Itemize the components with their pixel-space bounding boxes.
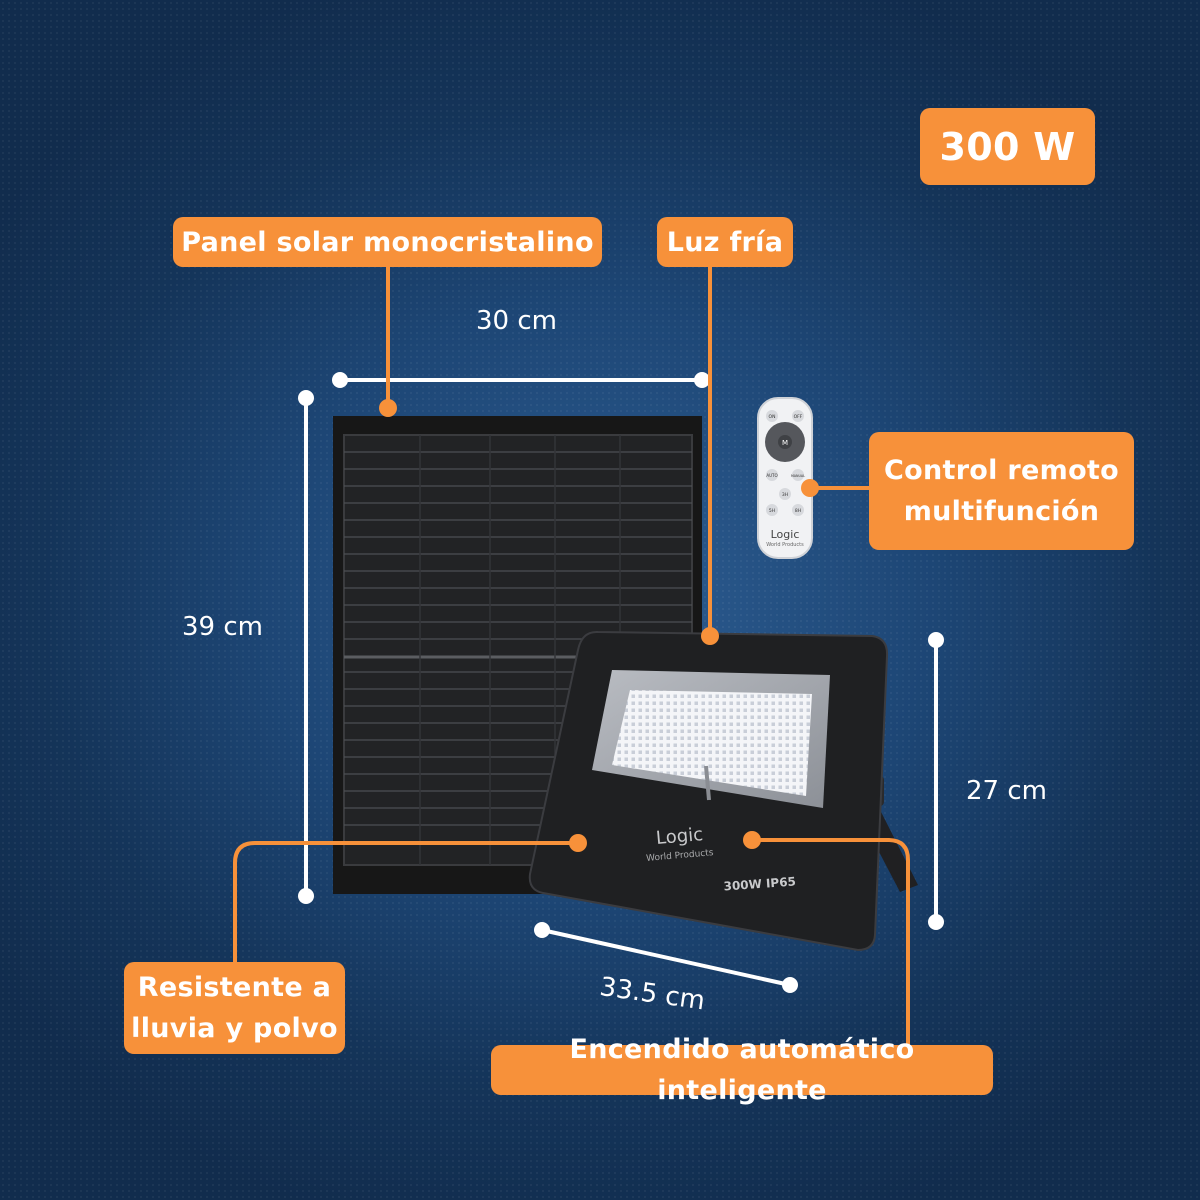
dimension-markers [298, 372, 944, 993]
floodlight-image [528, 630, 918, 952]
remote-btn-m: M [782, 439, 788, 447]
auto-on-callout: Encendido automático inteligente [491, 1034, 993, 1106]
remote-brand-sub: World Products [766, 542, 804, 548]
lamp-height-label: 27 cm [966, 776, 1047, 806]
panel-width-label: 30 cm [476, 306, 557, 336]
remote-btn-manual: MANUAL [791, 474, 805, 478]
callout-lines [233, 266, 910, 1046]
power-badge: 300 W [920, 108, 1095, 185]
remote-btn-8h: 8H [795, 508, 801, 514]
remote-btn-5h: 5H [769, 508, 775, 514]
remote-callout: Control remoto multifunción [869, 432, 1134, 550]
lamp-model: 300W IP65 [723, 875, 796, 894]
remote-callout-line1: Control remoto [884, 455, 1119, 486]
light-callout: Luz fría [657, 217, 793, 267]
remote-btn-3h: 3H [782, 492, 788, 498]
remote-btn-auto: AUTO [766, 473, 777, 478]
remote-brand: Logic [771, 528, 800, 541]
resistant-callout-line1: Resistente a [137, 972, 332, 1003]
resistant-callout: Resistente a lluvia y polvo [124, 962, 345, 1054]
panel-height-label: 39 cm [182, 612, 263, 642]
lamp-brand: Logic [655, 824, 704, 849]
callout-dots [379, 399, 819, 852]
panel-callout: Panel solar monocristalino [173, 217, 602, 267]
remote-btn-on: ON [769, 414, 776, 420]
remote-control-image: ON OFF M AUTO MANUAL 3H 5H 8H Logic Worl… [757, 397, 813, 559]
remote-btn-off: OFF [794, 414, 803, 420]
resistant-callout-line2: lluvia y polvo [131, 1013, 338, 1044]
remote-callout-line2: multifunción [903, 496, 1100, 527]
